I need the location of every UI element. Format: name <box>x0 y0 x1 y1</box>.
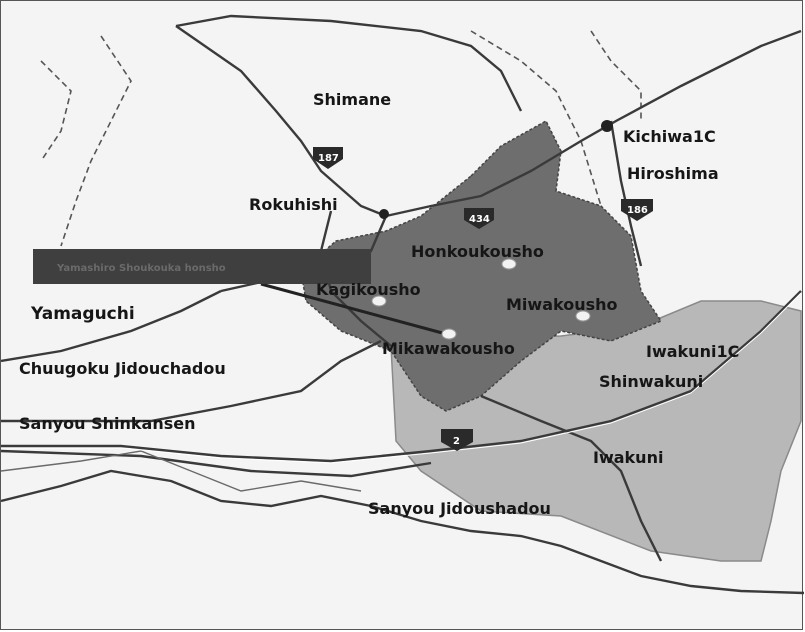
label-sanyou-shinkansen: Sanyou Shinkansen <box>19 414 195 433</box>
label-shinwakuni: Shinwakuni <box>599 372 703 391</box>
label-sanyou-jidoushadou: Sanyou Jidoushadou <box>368 499 551 518</box>
callout-box <box>33 249 371 284</box>
coastline-inner <box>1 450 362 492</box>
label-yamaguchi: Yamaguchi <box>30 304 135 324</box>
label-iwakuni-ic: Iwakuni1C <box>646 342 739 361</box>
label-kagikousho: Kagikousho <box>316 280 421 299</box>
callout-box-label: Yamashiro Shoukouka honsho <box>56 263 226 274</box>
label-iwakuni: Iwakuni <box>593 448 663 467</box>
label-chuugoku: Chuugoku Jidouchadou <box>19 359 226 378</box>
label-hiroshima: Hiroshima <box>627 164 719 183</box>
dark-gray-area <box>300 119 663 412</box>
kichiwa-ic-marker <box>601 120 613 132</box>
route-186-shield: 186 <box>621 199 653 221</box>
route-2-shield: 2 <box>441 429 473 451</box>
label-rokuhishi: Rokuhishi <box>249 195 338 214</box>
prefecture-borders <box>40 30 642 247</box>
svg-text:186: 186 <box>627 205 648 216</box>
highway-center <box>1 292 802 464</box>
label-shimane: Shimane <box>313 90 391 109</box>
label-kichiwa-ic: Kichiwa1C <box>623 127 716 146</box>
coastline <box>1 469 804 595</box>
rokuhishi-marker <box>379 209 389 219</box>
office-dots <box>371 258 591 340</box>
callout-leader-line <box>260 282 447 336</box>
route-187-shield: 187 <box>313 147 343 169</box>
svg-text:2: 2 <box>453 436 460 447</box>
label-miwakousho: Miwakousho <box>506 295 617 314</box>
svg-text:434: 434 <box>469 214 490 225</box>
label-mikawakousho: Mikawakousho <box>382 339 515 358</box>
label-honkoukousho: Honkoukousho <box>411 242 544 261</box>
route-434-shield: 434 <box>464 208 494 229</box>
svg-text:187: 187 <box>318 153 339 164</box>
